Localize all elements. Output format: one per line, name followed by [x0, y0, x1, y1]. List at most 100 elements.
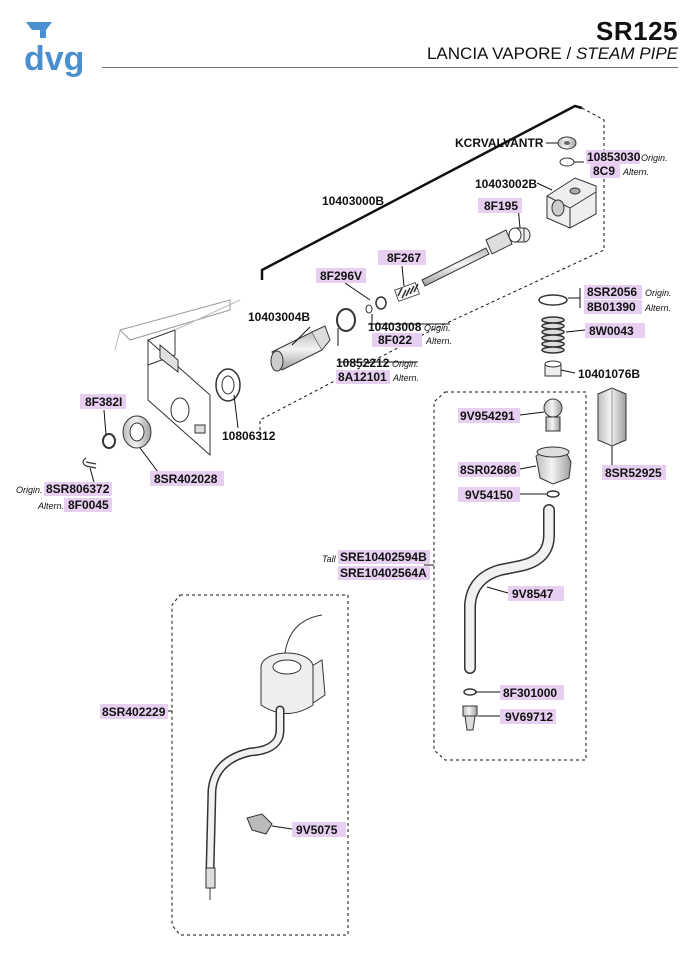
nut-8sr02686	[535, 446, 572, 485]
subtitle-separator: /	[566, 44, 572, 63]
label-bg-8c9	[590, 164, 620, 178]
label-8f0045: 8F0045	[68, 498, 109, 512]
logo-text: dvg	[24, 40, 84, 78]
model-title: SR125	[596, 16, 678, 46]
label-bg-8sr806372	[44, 482, 112, 496]
note-origin-10853030: Origin.	[641, 153, 668, 163]
label-8c9: 8C9	[593, 164, 615, 178]
label-8w0043: 8W0043	[589, 324, 634, 338]
assembly-dashed-boundary	[259, 107, 605, 440]
label-sre10402564a: SRE10402564A	[340, 566, 427, 580]
label-bg-9v69712	[500, 709, 556, 724]
panel-bracket	[114, 299, 241, 457]
clip-9v5075	[246, 813, 273, 835]
note-altern-8f022: Altern.	[425, 336, 452, 346]
shaft-10403004b	[270, 325, 331, 372]
knob-washer-10806312	[215, 368, 241, 402]
label-bg-9v954291	[458, 408, 520, 423]
wand-group-frame	[171, 594, 349, 936]
header-divider	[102, 67, 678, 68]
label-bg-9v5075	[292, 822, 346, 837]
oring-10852212	[336, 308, 356, 332]
label-9v954291: 9V954291	[460, 409, 515, 423]
label-10401076b: 10401076B	[578, 367, 640, 381]
tip-9v69712	[462, 705, 478, 731]
label-10852212: 10852212	[336, 356, 390, 370]
nut-8sr402028	[122, 415, 152, 449]
oring-8f296v	[375, 296, 387, 310]
label-bg-8w0043	[585, 323, 645, 338]
label-10403000b: 10403000B	[322, 194, 384, 208]
label-bg-8a12101	[336, 370, 390, 384]
washer-8f382i	[102, 433, 116, 449]
oring-8f301000	[463, 688, 477, 696]
note-origin-8sr2056: Origin.	[645, 288, 672, 298]
label-bg-sre10402564a	[338, 566, 430, 580]
label-8sr02686: 8SR02686	[460, 463, 517, 477]
label-8sr806372: 8SR806372	[46, 482, 110, 496]
label-bg-9v8547	[508, 586, 564, 601]
spring-8f267	[394, 282, 420, 302]
label-kcrvalvantr: KCRVALVANTR	[455, 136, 544, 150]
label-8sr2056: 8SR2056	[587, 285, 637, 299]
label-8a12101: 8A12101	[338, 370, 387, 384]
label-9v5075: 9V5075	[296, 823, 338, 837]
valve-block-10403002b	[546, 177, 597, 229]
note-altern-8b01390: Altern.	[644, 303, 671, 313]
label-8f296v: 8F296V	[320, 269, 362, 283]
leader-lines	[89, 142, 613, 830]
label-bg-8f022	[372, 333, 422, 347]
note-origin-10852212: Origin.	[392, 359, 419, 369]
nut-kcrvalvantr	[557, 136, 577, 150]
label-9v8547: 9V8547	[512, 587, 554, 601]
label-8f382i: 8F382I	[85, 395, 122, 409]
note-origin-10403008: Origin.	[424, 323, 451, 333]
label-bg-8b01390	[584, 300, 642, 314]
label-bg-8f296v	[316, 268, 366, 283]
subtitle-italian: LANCIA VAPORE	[426, 44, 562, 63]
label-8f022: 8F022	[378, 333, 412, 347]
label-bg-8f382i	[80, 394, 126, 409]
pipe-group-frame	[433, 391, 587, 761]
subtitle-english: STEAM PIPE	[575, 44, 678, 63]
dvg-logo-icon: dvg	[24, 22, 84, 78]
label-bg-8sr402028	[150, 471, 224, 486]
label-sre10402594b: SRE10402594B	[340, 550, 427, 564]
label-8f301000: 8F301000	[503, 686, 557, 700]
label-9v54150: 9V54150	[465, 488, 513, 502]
label-bg-10853030	[586, 150, 640, 164]
label-bg-sre10402594b	[338, 550, 430, 564]
wand-assembly-8sr402229	[205, 614, 326, 900]
ball-joint-9v954291	[543, 398, 563, 432]
oring-9v54150	[546, 490, 560, 498]
note-altern-8a12101: Altern.	[392, 373, 419, 383]
label-8f267: 8F267	[387, 251, 421, 265]
label-bg-8f0045	[64, 498, 112, 512]
label-10853030: 10853030	[587, 150, 641, 164]
label-8b01390: 8B01390	[587, 300, 636, 314]
label-bg-8sr52925	[602, 465, 666, 480]
label-bg-8f301000	[500, 685, 564, 700]
label-10403008: 10403008	[368, 320, 422, 334]
label-8sr402229: 8SR402229	[102, 705, 166, 719]
note-altern-8f0045: Altern.	[37, 501, 64, 511]
note-altern-8c9: Altern.	[622, 167, 649, 177]
label-8sr52925: 8SR52925	[605, 466, 662, 480]
label-bg-9v54150	[458, 487, 520, 502]
note-origin-8sr806372: Origin.	[16, 485, 43, 495]
label-10403002b: 10403002B	[475, 177, 537, 191]
label-bg-8sr2056	[584, 285, 642, 299]
valve-shaft-8f267	[421, 229, 513, 287]
plunger-10401076b	[544, 360, 562, 377]
label-8sr402028: 8SR402028	[154, 472, 218, 486]
label-bg-8sr402229	[100, 704, 168, 719]
label-bg-8sr02686	[458, 462, 520, 477]
spring-8w0043	[541, 316, 565, 354]
washer-10403008	[365, 304, 373, 314]
washer-10853030	[559, 157, 575, 167]
note-tall: Tall	[322, 554, 337, 564]
assembly-bracket-10403000b	[260, 104, 583, 280]
fitting-8sr52925	[597, 387, 627, 447]
